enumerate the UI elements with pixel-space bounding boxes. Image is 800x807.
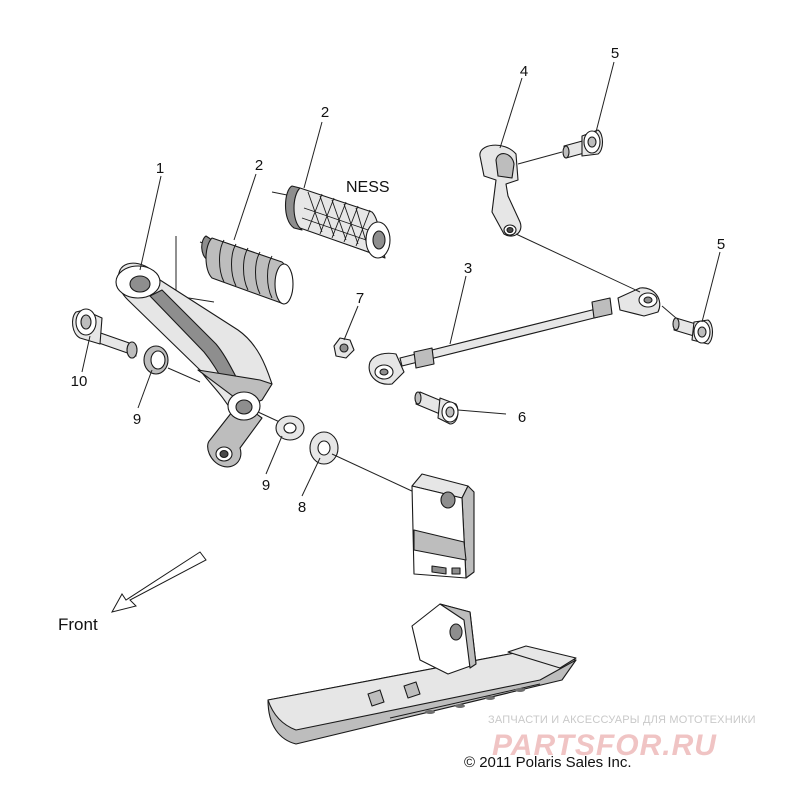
callout-9-lower: 9 — [262, 477, 270, 494]
callout-7: 7 — [356, 290, 364, 307]
mounting-bracket-block — [411, 473, 475, 579]
flange-bolt-upper — [562, 129, 604, 159]
callout-1: 1 — [156, 160, 164, 177]
pivot-bolt — [71, 308, 138, 359]
callout-numbers: 1 2 2 3 4 5 5 6 7 8 9 9 10 — [71, 45, 726, 516]
front-direction-arrow — [111, 551, 207, 613]
callout-leaders — [81, 61, 721, 497]
spacer-washer-upper — [143, 345, 201, 383]
callout-2-lower: 2 — [255, 157, 263, 174]
callout-8: 8 — [298, 499, 306, 516]
callout-5-upper: 5 — [611, 45, 619, 62]
shift-link-rod — [368, 287, 661, 385]
watermark: ЗАПЧАСТИ И АКСЕССУАРЫ ДЛЯ МОТОТЕХНИКИ PA… — [488, 714, 756, 762]
spacer-washer-lower — [257, 411, 305, 441]
callout-10: 10 — [71, 373, 88, 390]
connection-leaders — [515, 233, 677, 319]
ness-knurl-pattern — [301, 191, 375, 249]
watermark-brand: PARTSFOR.RU — [492, 729, 717, 762]
watermark-tagline: ЗАПЧАСТИ И АКСЕССУАРЫ ДЛЯ МОТОТЕХНИКИ — [488, 714, 756, 726]
heel-guard-bracket — [267, 603, 577, 745]
callout-6: 6 — [518, 409, 526, 426]
callout-4: 4 — [520, 63, 528, 80]
foot-peg-grip-ness — [271, 185, 391, 259]
hex-nut — [333, 337, 355, 359]
flange-bolt-right — [672, 317, 714, 345]
shift-arm — [479, 144, 563, 237]
callout-9-upper: 9 — [133, 411, 141, 428]
flange-bolt-lower — [414, 391, 459, 425]
flat-washer — [309, 431, 415, 493]
callout-3: 3 — [464, 260, 472, 277]
callout-2-upper: 2 — [321, 104, 329, 121]
ness-label: NESS — [346, 179, 390, 196]
copyright-notice: © 2011 Polaris Sales Inc. — [464, 754, 632, 771]
callout-5-right: 5 — [717, 236, 725, 253]
foot-peg-bracket-arm — [115, 236, 273, 468]
foot-peg-rubber — [199, 235, 294, 305]
front-label: Front — [58, 615, 98, 634]
